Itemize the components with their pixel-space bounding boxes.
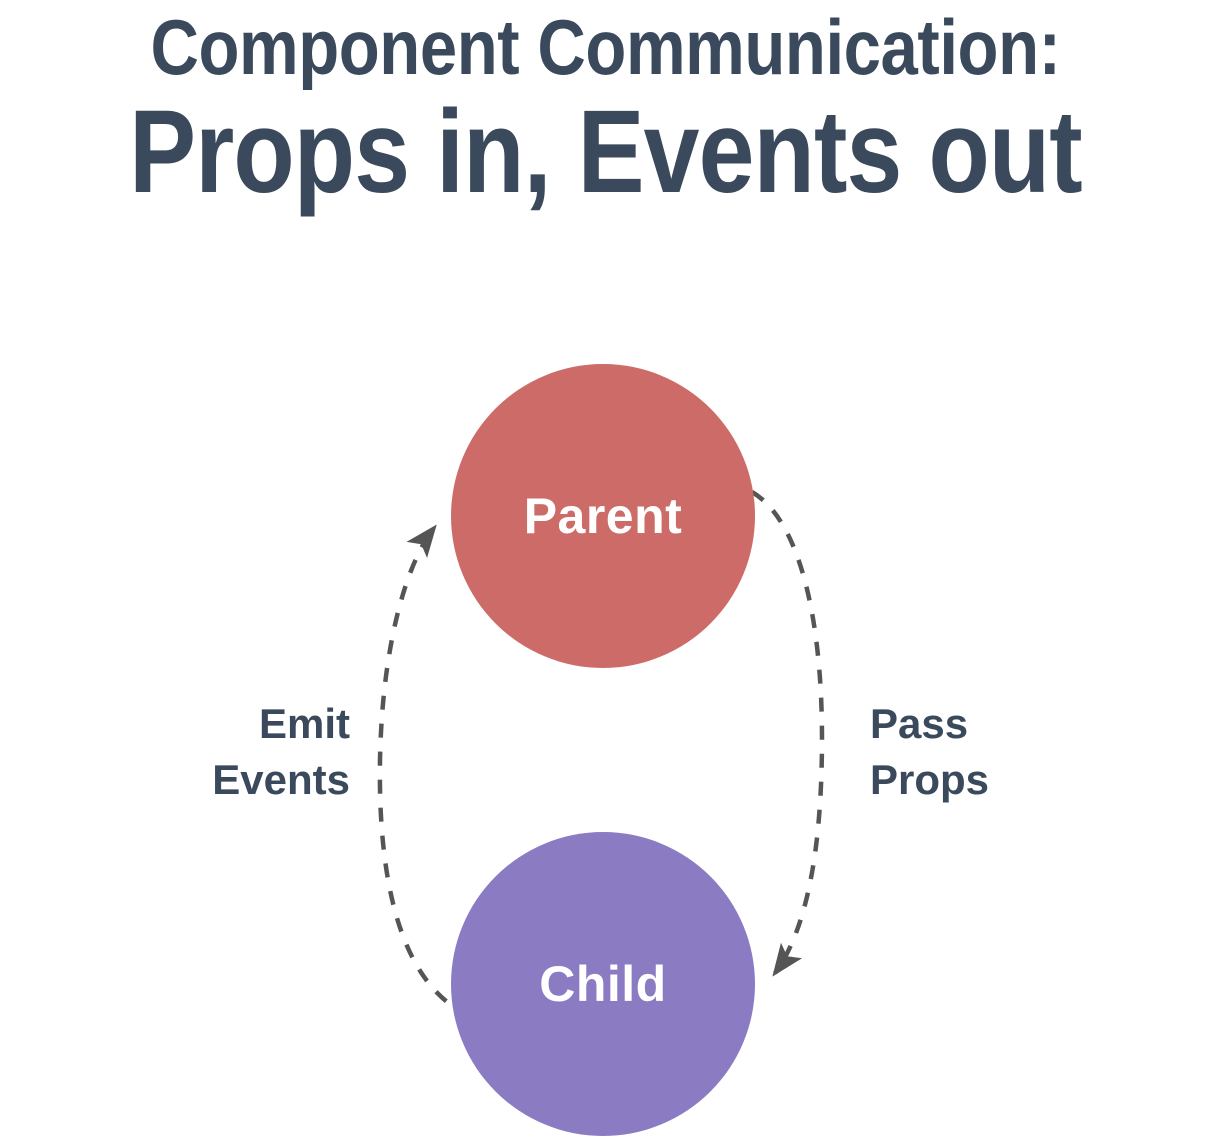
node-parent[interactable]: Parent (451, 364, 755, 668)
edge-arrow-pass-props (750, 490, 825, 977)
node-parent-label: Parent (523, 488, 683, 544)
node-child[interactable]: Child (451, 832, 755, 1136)
node-child-label: Child (539, 956, 667, 1012)
title-line-1: Component Communication: (150, 3, 1061, 91)
edge-label-emit-events: Emit Events (212, 700, 350, 803)
edge-label-pass-props: Pass Props (870, 700, 990, 803)
title-line-2: Props in, Events out (129, 86, 1083, 218)
page-title: Component Communication: Props in, Event… (0, 0, 1211, 214)
